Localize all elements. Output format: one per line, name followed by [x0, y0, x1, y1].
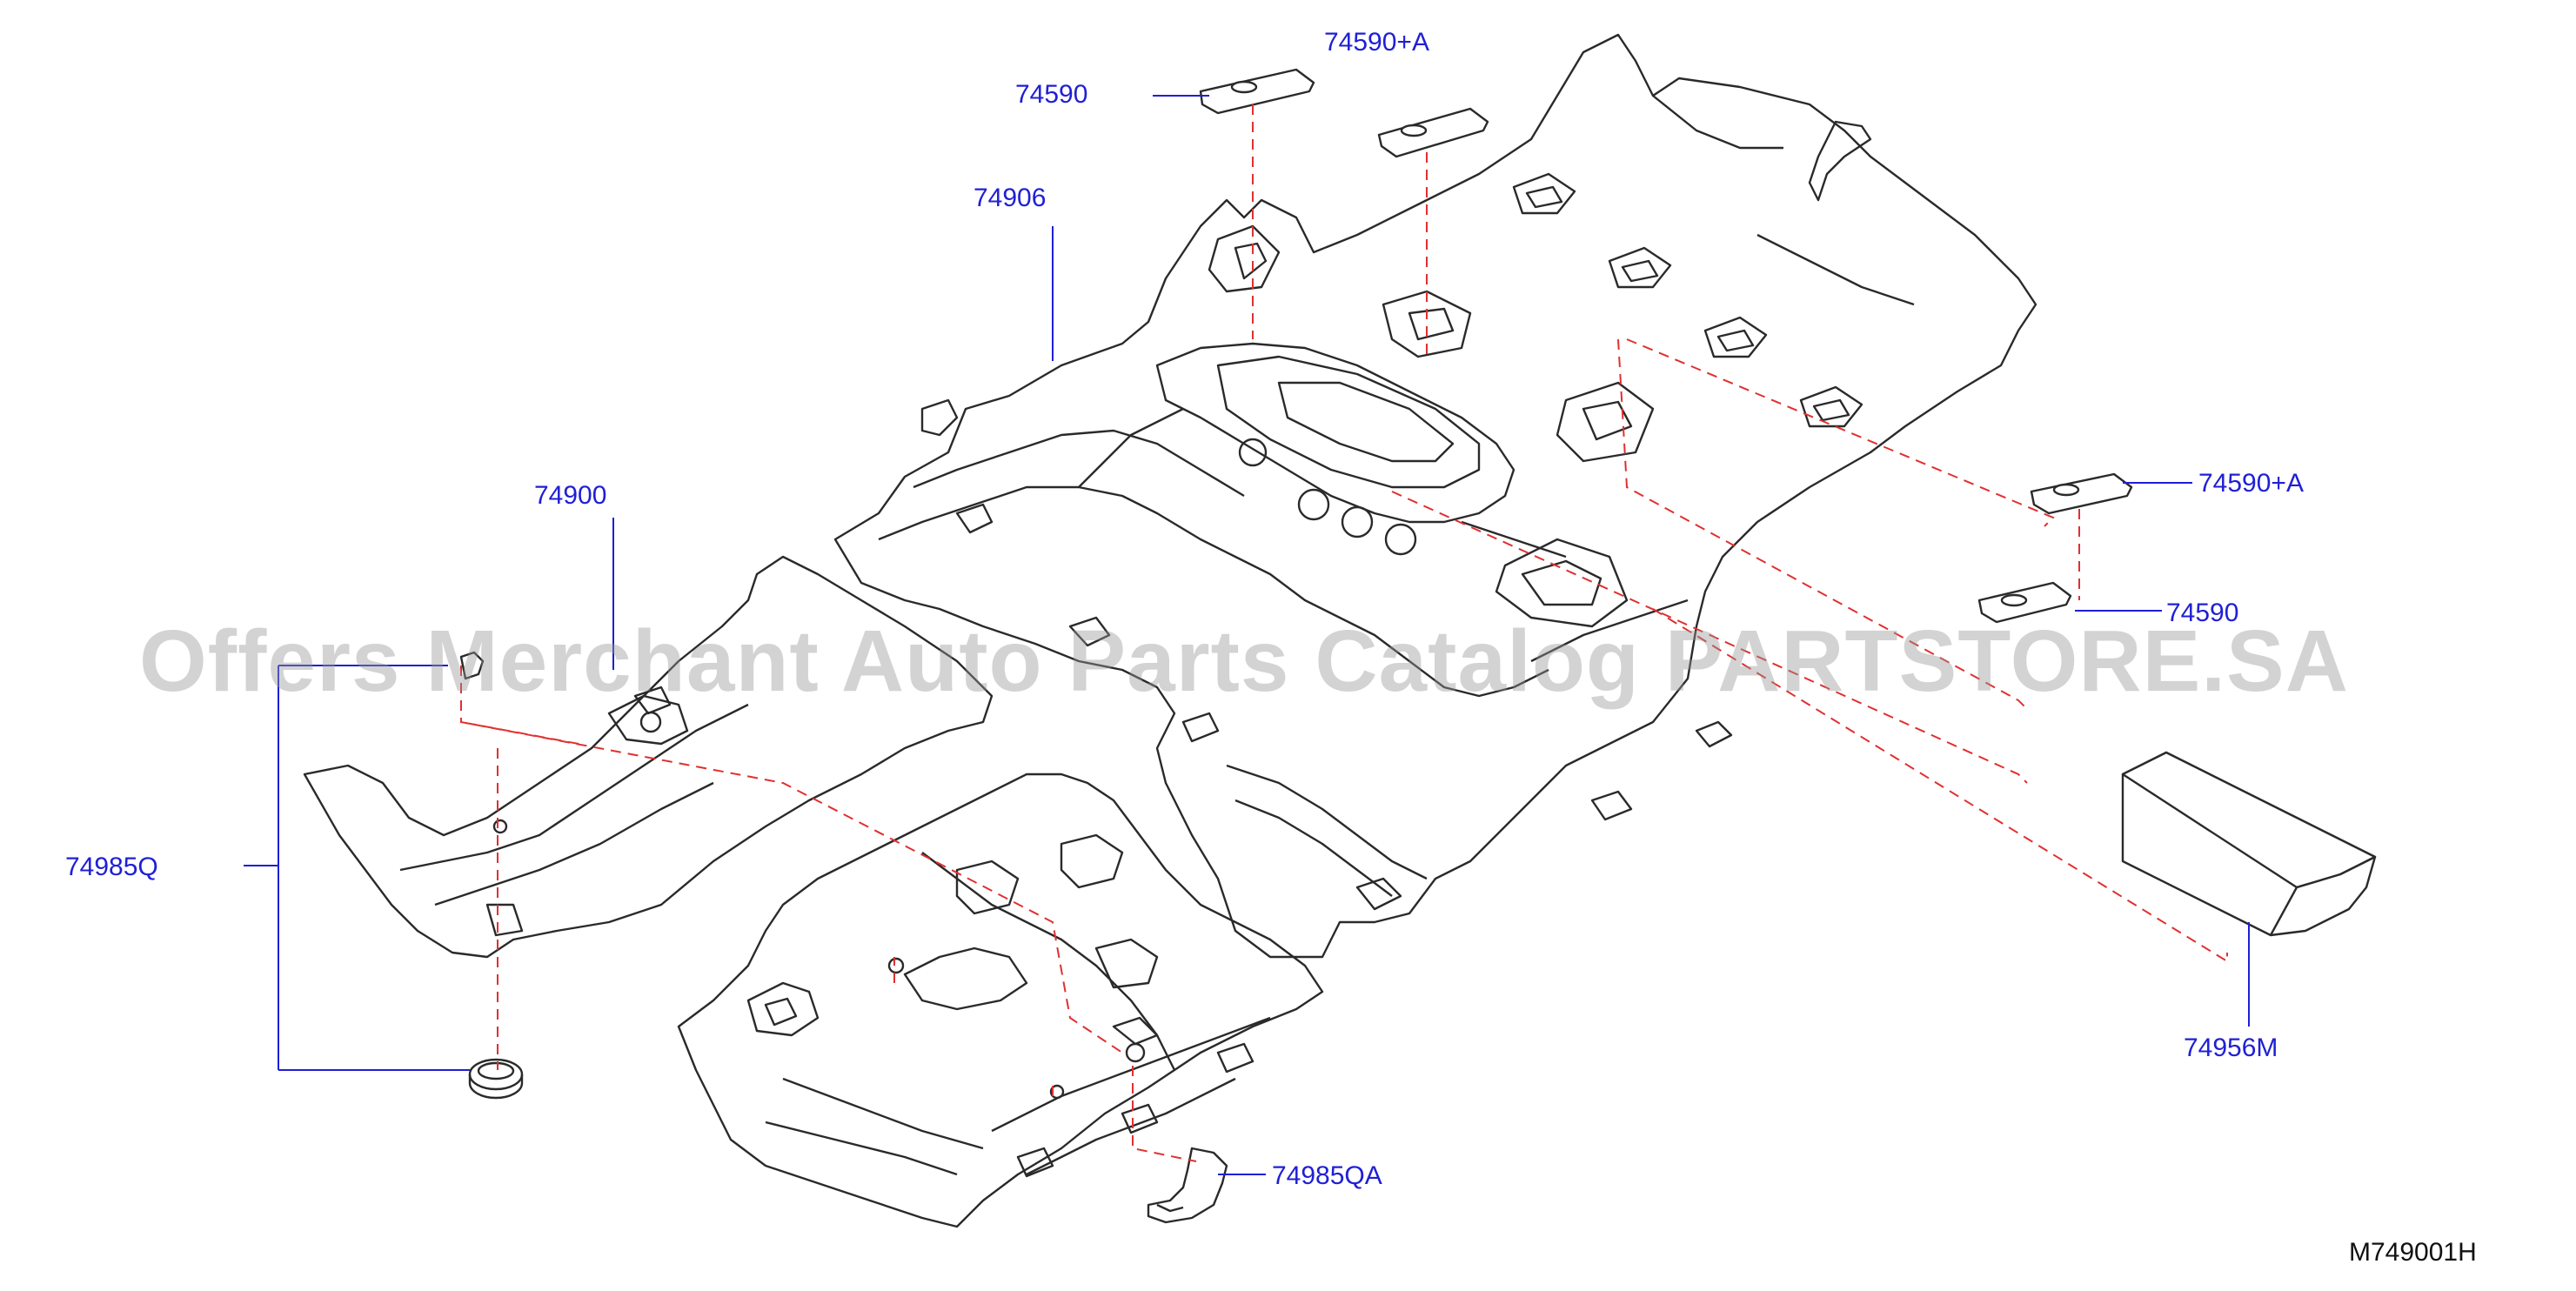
callout-74956m[interactable]: 74956M — [2184, 1033, 2278, 1062]
insulator-pads — [1199, 68, 2377, 937]
diagram-code: M749001H — [2349, 1238, 2477, 1267]
callout-74590-right[interactable]: 74590 — [2166, 599, 2239, 627]
callout-74900[interactable]: 74900 — [534, 481, 607, 510]
callout-74985q[interactable]: 74985Q — [65, 853, 158, 881]
front-floor-carpet — [303, 555, 1324, 1228]
rear-floor-carpet — [833, 33, 2037, 959]
callout-74985qa[interactable]: 74985QA — [1272, 1161, 1382, 1190]
pad-74590a-right — [2030, 472, 2133, 515]
callout-74590a-top[interactable]: 74590+A — [1324, 28, 1429, 57]
red-dashed-guides — [460, 104, 2228, 1162]
callout-74590-top[interactable]: 74590 — [1015, 80, 1088, 109]
pad-74590a-top — [1377, 107, 1489, 158]
leader-lines — [244, 95, 2250, 1175]
pad-74590-top — [1199, 68, 1315, 115]
callout-74906[interactable]: 74906 — [974, 184, 1047, 212]
callout-74590a-right[interactable]: 74590+A — [2198, 469, 2304, 498]
